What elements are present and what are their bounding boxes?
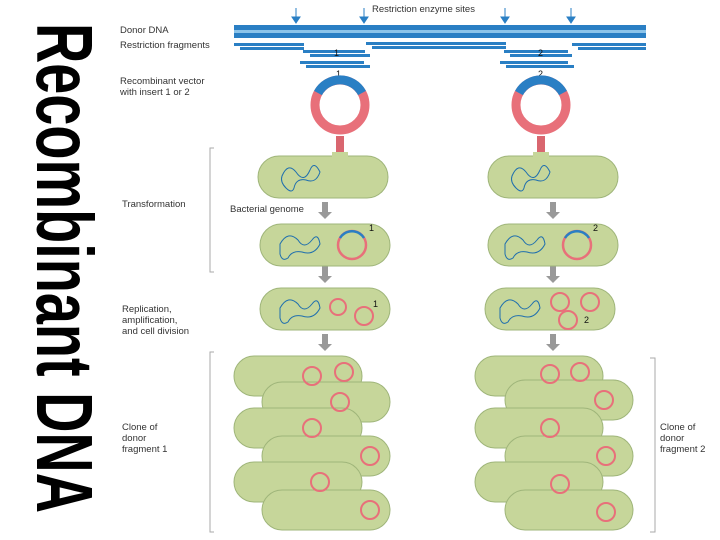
label-restriction-sites: Restriction enzyme sites (372, 4, 475, 15)
cell-row-transformation (257, 152, 619, 199)
plasmid-insert-arrows (336, 136, 545, 154)
vector-numbers: 1 2 (336, 69, 543, 79)
label-recombinant-vector: Recombinant vector with insert 1 or 2 (120, 76, 205, 98)
title-svg: Recombinant DNA (20, 23, 109, 513)
vector-number-1: 1 (336, 69, 341, 79)
clone-stack-1 (233, 355, 391, 531)
clone-stack-2 (474, 355, 634, 531)
label-clone-1: Clone of donor fragment 1 (122, 422, 168, 455)
vector-number-2: 2 (538, 69, 543, 79)
label-donor-dna: Donor DNA (120, 25, 169, 36)
label-transformation: Transformation (122, 199, 186, 210)
label-restriction-fragments: Restriction fragments (120, 40, 210, 51)
cell-row-2-number-2: 2 (593, 223, 598, 233)
isolated-fragments (300, 61, 574, 68)
fragment-numbers: 1 2 (334, 48, 543, 58)
cell-row-2-number-1: 1 (369, 223, 374, 233)
cell-row-transformed: 1 2 (259, 223, 619, 267)
brackets (209, 147, 656, 533)
cell-row-replication: 1 2 (259, 287, 616, 331)
restriction-site-arrows (291, 8, 576, 24)
label-replication: Replication, amplification, and cell div… (122, 304, 190, 337)
recombinant-vector-1 (310, 75, 370, 135)
fragment-number-1: 1 (334, 48, 339, 58)
step-arrows (318, 202, 560, 351)
recombinant-vector-2 (511, 75, 571, 135)
label-bacterial-genome: Bacterial genome (230, 204, 304, 215)
donor-dna (234, 25, 646, 38)
title-block: Recombinant DNA (8, 8, 109, 528)
page-title: Recombinant DNA (20, 23, 108, 513)
fragment-number-2: 2 (538, 48, 543, 58)
label-clone-2: Clone of donor fragment 2 (660, 422, 706, 455)
cell-row-3-number-2: 2 (584, 315, 589, 325)
cell-row-3-number-1: 1 (373, 299, 378, 309)
restriction-fragments (234, 42, 646, 57)
